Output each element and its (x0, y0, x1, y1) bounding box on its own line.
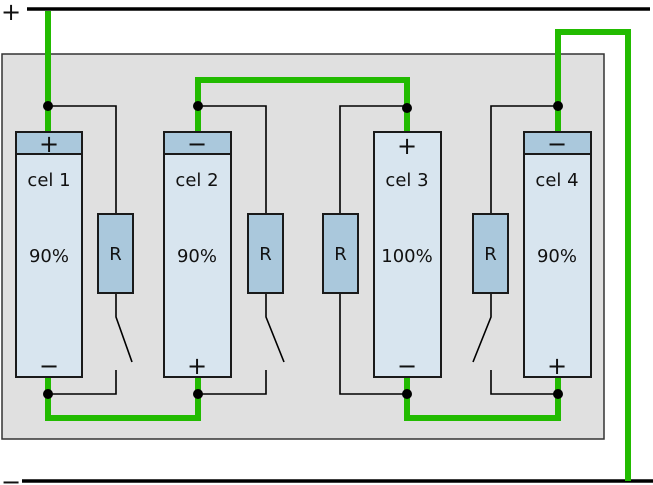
cell-2-top-terminal-sign: − (187, 130, 207, 158)
balancer-3: R (322, 103, 412, 399)
cell-3-name: cel 3 (385, 170, 428, 191)
cell-1-top-terminal-sign: + (39, 130, 59, 158)
balancer-4: R (472, 101, 563, 399)
cell-4-top-terminal-sign: − (547, 130, 567, 158)
cell-4: − cel 4 90% + (523, 130, 592, 380)
battery-pack-panel (1, 53, 605, 440)
resistor-3-label: R (334, 244, 347, 265)
cell-3: + cel 3 100% − (373, 131, 442, 380)
balancer-1: R (43, 101, 134, 399)
cell-1: + cel 1 90% − (15, 130, 83, 380)
cell-2: − cel 2 90% + (163, 130, 232, 380)
resistor-1-label: R (109, 244, 122, 265)
cell-2-bottom-terminal-sign: + (187, 352, 207, 380)
resistor-3 (322, 213, 359, 294)
cell-4-top-terminal (523, 131, 592, 155)
balancer-2: R (193, 101, 285, 399)
cell-3-bottom-terminal-sign: − (397, 352, 417, 380)
negative-bus-label: − (1, 468, 21, 485)
resistor-4-label: R (484, 244, 497, 265)
cell-2-name: cel 2 (175, 170, 218, 191)
cell-1-name: cel 1 (27, 170, 70, 191)
cell-4-name: cel 4 (535, 170, 578, 191)
wire-cell4-to-bus (555, 29, 631, 481)
cell-4-charge: 90% (537, 246, 577, 267)
cell-1-top-terminal (15, 131, 83, 155)
positive-bus-label: + (1, 0, 21, 26)
cell-2-charge: 90% (177, 246, 217, 267)
resistor-2-label: R (259, 244, 272, 265)
resistor-4 (472, 213, 509, 294)
cell-1-bottom-terminal-sign: − (39, 352, 59, 380)
cell-3-charge: 100% (381, 246, 432, 267)
cell-2-top-terminal (163, 131, 232, 155)
resistor-1 (97, 213, 134, 294)
resistor-2 (247, 213, 284, 294)
cell-3-top-terminal-sign: + (397, 132, 417, 160)
cell-4-bottom-terminal-sign: + (547, 352, 567, 380)
cell-1-charge: 90% (29, 246, 69, 267)
